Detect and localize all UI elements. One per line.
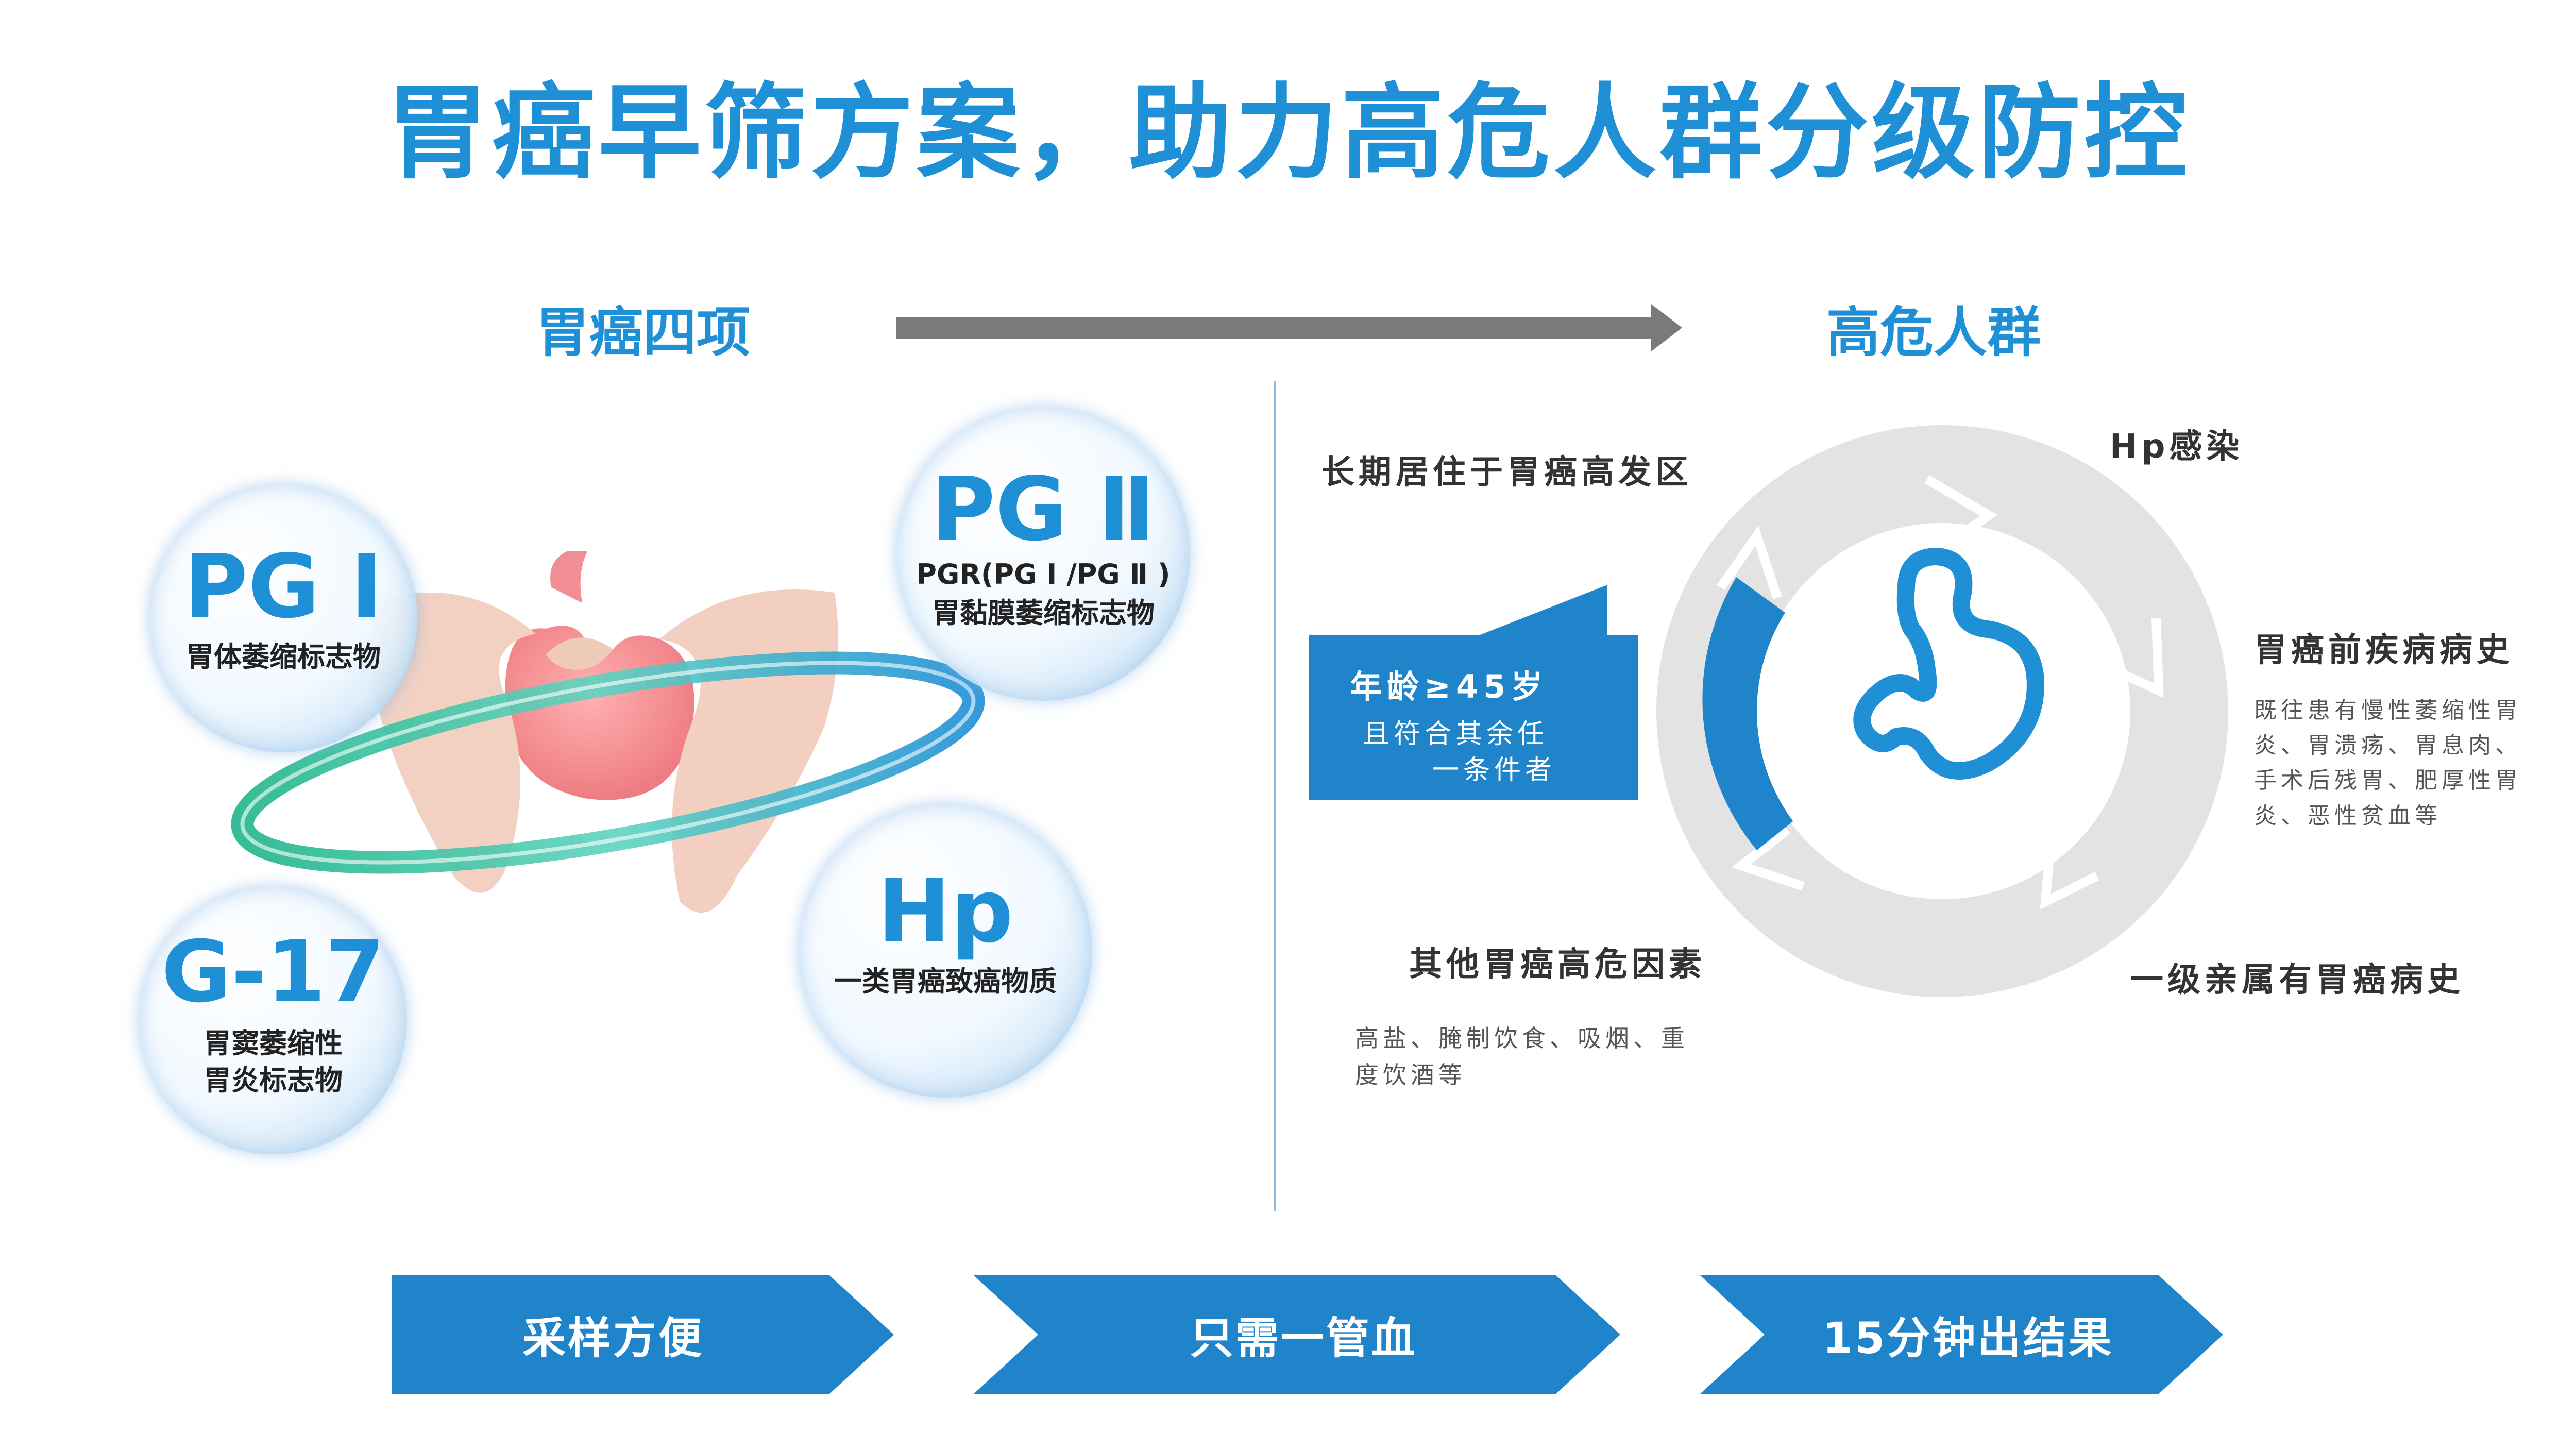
marker-desc: 胃炎标志物 bbox=[204, 1064, 343, 1097]
left-section-heading: 胃癌四项 bbox=[536, 301, 751, 364]
cycle-center bbox=[1757, 526, 2128, 897]
marker-desc: 一类胃癌致癌物质 bbox=[834, 965, 1057, 998]
section-divider bbox=[1274, 381, 1276, 1211]
left-hand-shape bbox=[370, 593, 536, 893]
risk-factor-label: 胃癌前疾病病史 bbox=[2254, 631, 2514, 669]
step-label-2: 只需一管血 bbox=[1190, 1313, 1417, 1363]
marker-name: PG Ⅱ bbox=[931, 459, 1156, 561]
step-label-1: 采样方便 bbox=[522, 1313, 704, 1363]
step-label-3: 15分钟出结果 bbox=[1822, 1313, 2114, 1363]
risk-cycle-diagram bbox=[1656, 425, 2228, 997]
step-chevron-2 bbox=[974, 1275, 1620, 1394]
risk-factor-desc: 既往患有慢性萎缩性胃 炎、胃溃疡、胃息肉、 手术后残胃、肥厚性胃 炎、恶性贫血等 bbox=[2254, 693, 2522, 834]
esophagus-shape bbox=[550, 551, 587, 603]
section-arrow-shaft bbox=[896, 317, 1654, 339]
desc-line: 既往患有慢性萎缩性胃 bbox=[2254, 697, 2522, 723]
risk-factor-label: 长期居住于胃癌高发区 bbox=[1321, 453, 1692, 492]
risk-factor-desc: 高盐、腌制饮食、吸烟、重 度饮酒等 bbox=[1355, 1020, 1689, 1094]
marker-desc: PGR(PG Ⅰ /PG Ⅱ ) bbox=[916, 558, 1171, 591]
right-section-heading: 高危人群 bbox=[1826, 301, 2041, 364]
age-callout: 年龄≥45岁 且符合其余任 一条件者 bbox=[1309, 635, 1638, 800]
callout-line1: 年龄≥45岁 bbox=[1350, 668, 1548, 705]
marker-name: Hp bbox=[877, 861, 1013, 963]
marker-desc: 胃体萎缩标志物 bbox=[186, 641, 381, 673]
marker-desc: 胃窦萎缩性 bbox=[204, 1027, 343, 1059]
page-title: 胃癌早筛方案，助力高危人群分级防控 bbox=[385, 73, 2190, 193]
risk-factor-label: 其他胃癌高危因素 bbox=[1409, 946, 1706, 984]
desc-line: 炎、恶性贫血等 bbox=[2254, 802, 2442, 829]
left-thumb-shape bbox=[546, 637, 613, 670]
section-arrow-head-icon bbox=[1651, 304, 1682, 351]
marker-desc: 胃黏膜萎缩标志物 bbox=[932, 597, 1155, 629]
callout-tail bbox=[1463, 585, 1607, 642]
callout-line2: 且符合其余任 bbox=[1363, 719, 1549, 750]
desc-line: 度饮酒等 bbox=[1355, 1061, 1466, 1089]
desc-line: 高盐、腌制饮食、吸烟、重 bbox=[1355, 1024, 1689, 1052]
marker-bubble-g17: G-17 胃窦萎缩性 胃炎标志物 bbox=[139, 886, 407, 1154]
stomach-hands-illustration bbox=[231, 551, 985, 913]
marker-bubble-pg1: PG Ⅰ 胃体萎缩标志物 bbox=[149, 484, 417, 752]
marker-bubble-pg2: PG Ⅱ PGR(PG Ⅰ /PG Ⅱ ) 胃黏膜萎缩标志物 bbox=[896, 407, 1190, 701]
step-chevron-3 bbox=[1700, 1275, 2223, 1394]
marker-bubble-hp: Hp 一类胃癌致癌物质 bbox=[799, 804, 1092, 1098]
desc-line: 炎、胃溃疡、胃息肉、 bbox=[2254, 732, 2522, 759]
risk-factor-label: Hp感染 bbox=[2110, 428, 2244, 466]
callout-line3: 一条件者 bbox=[1432, 755, 1556, 786]
step-chevron-1 bbox=[392, 1275, 894, 1394]
marker-name: PG Ⅰ bbox=[183, 536, 383, 638]
stomach-icon bbox=[1853, 548, 2044, 780]
risk-factor-label: 一级亲属有胃癌病史 bbox=[2130, 961, 2464, 999]
marker-name: G-17 bbox=[161, 922, 385, 1021]
desc-line: 手术后残胃、肥厚性胃 bbox=[2254, 767, 2522, 794]
